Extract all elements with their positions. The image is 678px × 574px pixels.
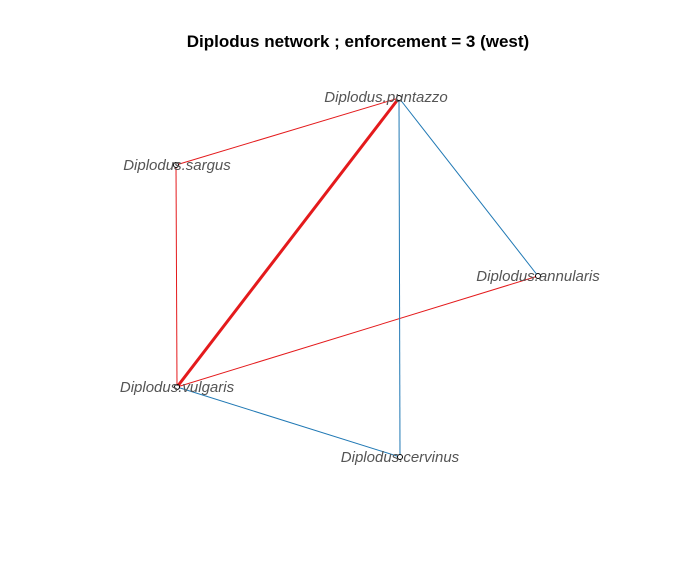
node-label-sargus: Diplodus.sargus	[123, 157, 231, 174]
node-vulgaris	[174, 384, 180, 390]
node-label-annularis: Diplodus.annularis	[476, 268, 600, 285]
diagram-title: Diplodus network ; enforcement = 3 (west…	[187, 32, 529, 51]
node-label-puntazzo: Diplodus.puntazzo	[324, 89, 447, 106]
edge-vulgaris-annularis	[176, 275, 539, 388]
edge-vulgaris-cervinus	[176, 386, 401, 458]
edge-sargus-vulgaris	[175, 164, 178, 388]
node-puntazzo	[396, 95, 402, 101]
node-annularis	[535, 273, 541, 279]
edge-puntazzo-annularis	[398, 97, 539, 277]
node-sargus	[173, 162, 179, 168]
edge-puntazzo-sargus	[175, 97, 400, 166]
node-label-vulgaris: Diplodus.vulgaris	[120, 379, 235, 396]
nodes-layer	[173, 95, 541, 460]
labels-layer: Diplodus.puntazzoDiplodus.sargusDiplodus…	[120, 89, 600, 466]
node-cervinus	[397, 454, 403, 460]
edge-puntazzo-cervinus	[398, 97, 401, 458]
edge-puntazzo-vulgaris	[175, 97, 401, 388]
edges-layer	[175, 97, 539, 458]
node-label-cervinus: Diplodus.cervinus	[341, 449, 460, 466]
